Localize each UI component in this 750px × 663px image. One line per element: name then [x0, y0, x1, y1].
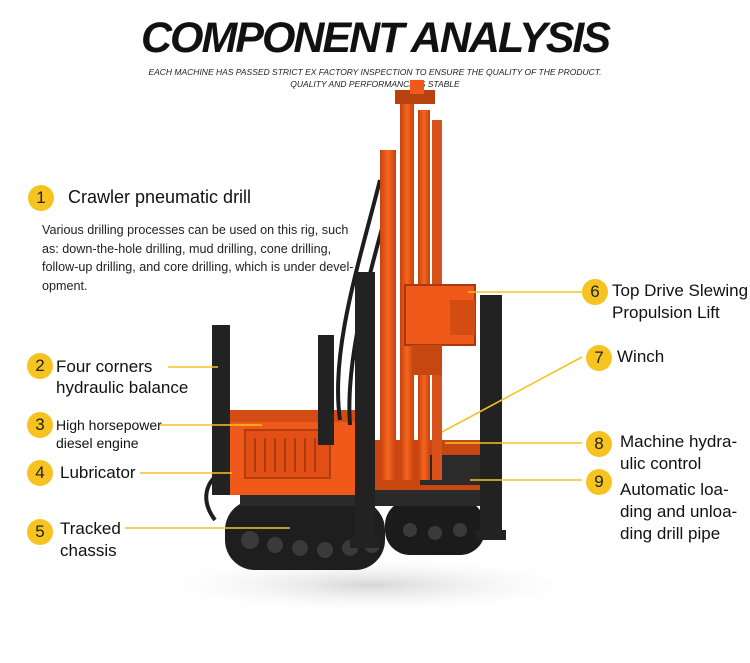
- machine-body: [222, 410, 482, 495]
- drill-mast: [380, 80, 442, 480]
- callout-label-3a: High horsepower: [56, 417, 162, 433]
- callout-label-6b: Propulsion Lift: [612, 303, 720, 322]
- tracked-chassis: [225, 488, 490, 570]
- callout-label-2a: Four corners: [56, 357, 153, 376]
- page-subtitle-line-2: QUALITY AND PERFORMANCE IS STABLE: [290, 79, 460, 89]
- callout-badge-1: 1: [28, 185, 54, 211]
- page-subtitle-line-1: EACH MACHINE HAS PASSED STRICT EX FACTOR…: [148, 67, 602, 77]
- callout-label-7: Winch: [617, 347, 665, 366]
- callout-label-5a: Tracked: [60, 519, 121, 538]
- callout-label-9c: ding drill pipe: [620, 524, 721, 543]
- callout-badge-7: 7: [586, 345, 612, 371]
- description-line: Various drilling processes can be used o…: [42, 223, 349, 237]
- callout-label-9a: Automatic loa-: [620, 480, 729, 499]
- callout-badge-2: 2: [27, 353, 53, 379]
- callout-label-5b: chassis: [60, 541, 117, 560]
- callout-label-4: Lubricator: [60, 463, 136, 482]
- callout-label-9b: ding and unloa-: [620, 502, 738, 521]
- page-title: COMPONENT ANALYSIS: [140, 14, 611, 62]
- callout-badge-6: 6: [582, 279, 608, 305]
- callout-badge-4: 4: [27, 460, 53, 486]
- callout-label-1: Crawler pneumatic drill: [68, 187, 252, 207]
- callout-label-8b: ulic control: [620, 454, 702, 473]
- description-line: opment.: [42, 278, 88, 293]
- callout-badge-8: 8: [586, 431, 612, 457]
- callout-label-8a: Machine hydra-: [620, 432, 738, 451]
- description-line: follow-up drilling, and core drilling, w…: [42, 260, 354, 274]
- callout-label-2b: hydraulic balance: [56, 378, 189, 397]
- product-description: Various drilling processes can be used o…: [42, 221, 362, 295]
- callout-badge-5: 5: [27, 519, 53, 545]
- callout-badge-9: 9: [586, 469, 612, 495]
- callout-label-6a: Top Drive Slewing: [612, 281, 749, 300]
- callout-badge-3: 3: [27, 412, 53, 438]
- callout-label-3b: diesel engine: [56, 435, 139, 451]
- description-line: as: down-the-hole drilling, mud drilling…: [42, 241, 332, 256]
- callout-lines: [125, 291, 583, 529]
- top-drive-head: [404, 284, 476, 375]
